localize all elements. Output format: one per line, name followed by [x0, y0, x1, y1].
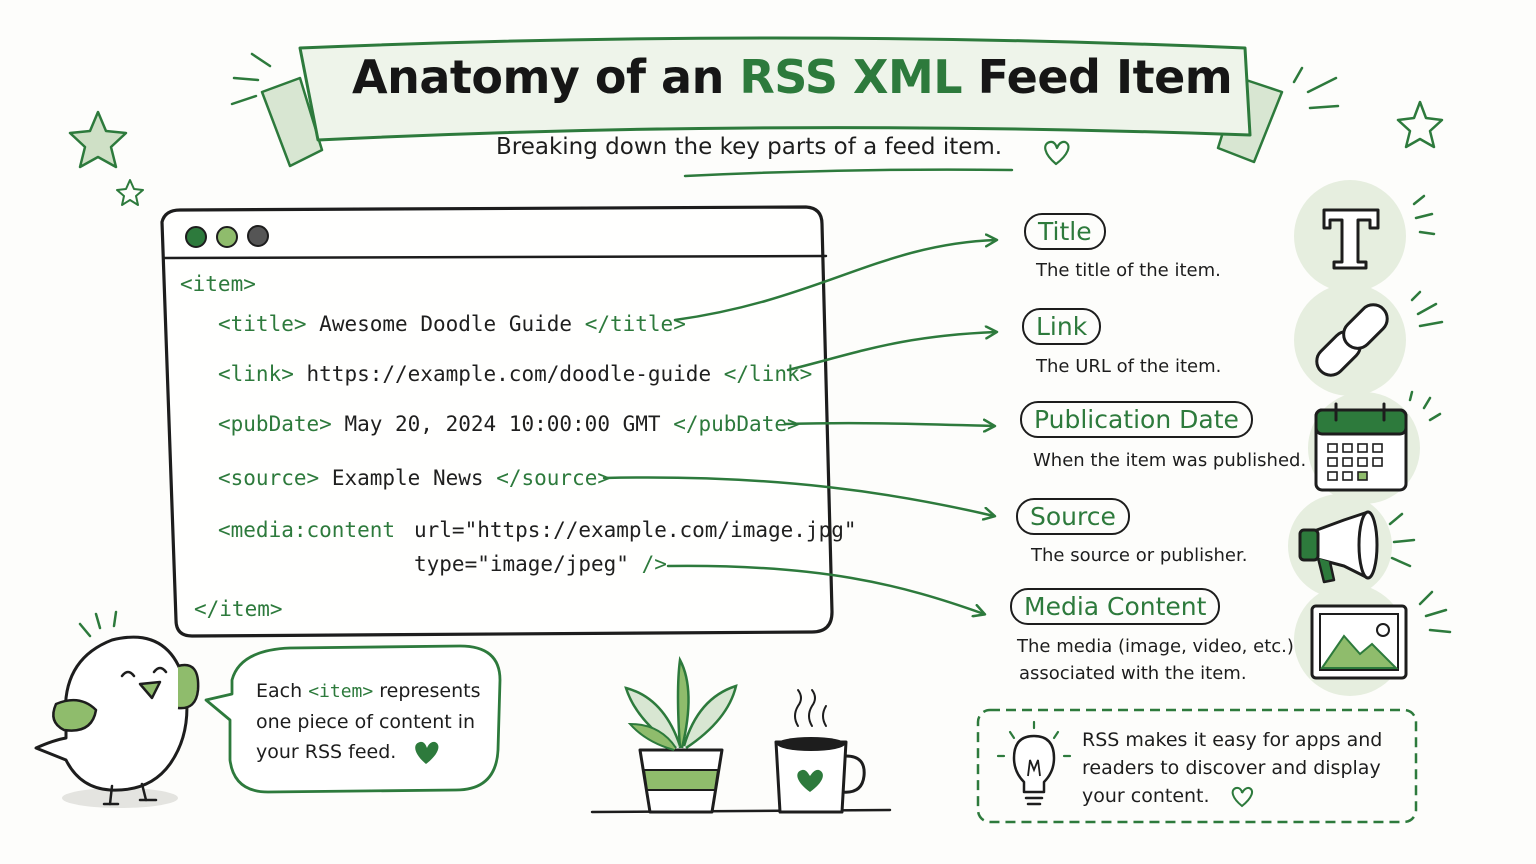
xml-tag: </item> — [194, 597, 283, 621]
connector-arrows — [602, 240, 996, 614]
arrow-media — [666, 564, 984, 614]
title-accent: RSS XML — [739, 50, 963, 104]
xml-value: https://example.com/doodle-guide — [306, 362, 712, 386]
star-icon-right — [1396, 100, 1444, 149]
tip-line-2: readers to discover and display — [1082, 757, 1381, 779]
image-icon — [1294, 584, 1452, 696]
chain-link-icon — [1294, 284, 1444, 396]
window-dot-lightgreen — [216, 226, 238, 248]
title-part2: Feed Item — [977, 50, 1233, 104]
code-window-frame — [160, 205, 834, 638]
code-media-url: url="https://example.com/image.jpg" — [414, 518, 857, 542]
xml-tag: <media:content — [218, 518, 396, 542]
title-banner — [260, 36, 1284, 168]
code-line-item-open: <item> — [180, 272, 256, 296]
xml-tag: </link> — [723, 362, 813, 386]
xml-tag: <source> — [218, 466, 320, 490]
bubble-line-1: Each <item> represents — [256, 676, 486, 707]
callout-desc-link: The URL of the item. — [1036, 356, 1222, 377]
bubble-pre: Each — [256, 680, 303, 702]
arrow-link — [786, 332, 996, 372]
xml-tag: </title> — [584, 312, 686, 336]
callout-label-source: Source — [1016, 498, 1130, 535]
coffee-mug-icon — [774, 689, 866, 814]
sparkle-lines-left — [230, 52, 272, 106]
code-line-title: <title> Awesome Doodle Guide </title> — [218, 312, 686, 336]
bubble-text: Each <item> represents one piece of cont… — [256, 676, 486, 767]
window-dot-gray — [247, 225, 269, 247]
title-part1: Anatomy of an — [352, 50, 724, 104]
code-media-type: type="image/jpeg" /> — [414, 552, 667, 576]
xml-tag: </source> — [496, 466, 610, 490]
code-line-media: <media:content — [218, 518, 395, 542]
code-line-link: <link> https://example.com/doodle-guide … — [218, 362, 812, 386]
code-line-pubdate: <pubDate> May 20, 2024 10:00:00 GMT </pu… — [218, 412, 800, 436]
xml-tag: /> — [641, 552, 667, 576]
callout-desc-pubdate: When the item was published. — [1033, 450, 1307, 471]
callout-label-media: Media Content — [1010, 588, 1221, 625]
sparkle-lines-right — [1292, 66, 1340, 110]
arrow-source — [602, 476, 994, 516]
callout-desc-media-2: associated with the item. — [1019, 663, 1247, 684]
megaphone-icon — [1288, 494, 1416, 598]
heart-icon-tip — [1231, 786, 1254, 808]
callout-label-link: Link — [1022, 308, 1102, 345]
xml-value: Awesome Doodle Guide — [319, 312, 573, 336]
bubble-tag: <item> — [308, 681, 374, 702]
callout-desc-title: The title of the item. — [1036, 260, 1221, 281]
tip-line-1: RSS makes it easy for apps and — [1082, 729, 1383, 751]
bird-mascot-icon — [34, 610, 200, 808]
xml-value: Example News — [331, 466, 484, 490]
xml-tag: <link> — [218, 362, 294, 386]
callout-label-title: Title — [1024, 213, 1106, 250]
calendar-icon — [1308, 390, 1442, 504]
tip-text: RSS makes it easy for apps and readers t… — [1082, 726, 1402, 810]
page-title: Anatomy of an RSS XML Feed Item — [352, 50, 1233, 104]
xml-tag: <item> — [180, 272, 256, 296]
tip-box — [976, 708, 1418, 824]
lightbulb-icon — [996, 720, 1072, 806]
letter-t-icon — [1294, 180, 1436, 292]
star-icon-small — [116, 179, 144, 206]
code-line-source: <source> Example News </source> — [218, 466, 610, 490]
callout-label-pubdate: Publication Date — [1020, 401, 1253, 438]
arrow-title — [673, 240, 996, 322]
xml-value: type="image/jpeg" — [414, 552, 629, 576]
bubble-post: represents — [379, 680, 481, 702]
xml-tag: <pubDate> — [218, 412, 332, 436]
xml-value: May 20, 2024 10:00:00 GMT — [344, 412, 661, 436]
page-subtitle: Breaking down the key parts of a feed it… — [496, 134, 1003, 160]
window-dot-green — [185, 226, 207, 248]
heart-icon-bubble — [415, 741, 439, 764]
bubble-line-2: one piece of content in — [256, 711, 476, 733]
arrow-pubdate — [784, 423, 994, 426]
xml-tag: </pubDate> — [673, 412, 800, 436]
tip-line-3: your content. — [1082, 785, 1210, 807]
heart-icon — [1044, 140, 1070, 166]
bubble-line-3: your RSS feed. — [256, 741, 397, 763]
xml-tag: <title> — [218, 312, 307, 336]
plant-icon — [590, 655, 892, 814]
subtitle-underline — [683, 168, 1014, 178]
callout-desc-source: The source or publisher. — [1031, 545, 1248, 566]
star-icon — [68, 110, 128, 169]
callout-desc-media-1: The media (image, video, etc.) — [1017, 636, 1294, 657]
code-line-item-close: </item> — [194, 597, 283, 621]
